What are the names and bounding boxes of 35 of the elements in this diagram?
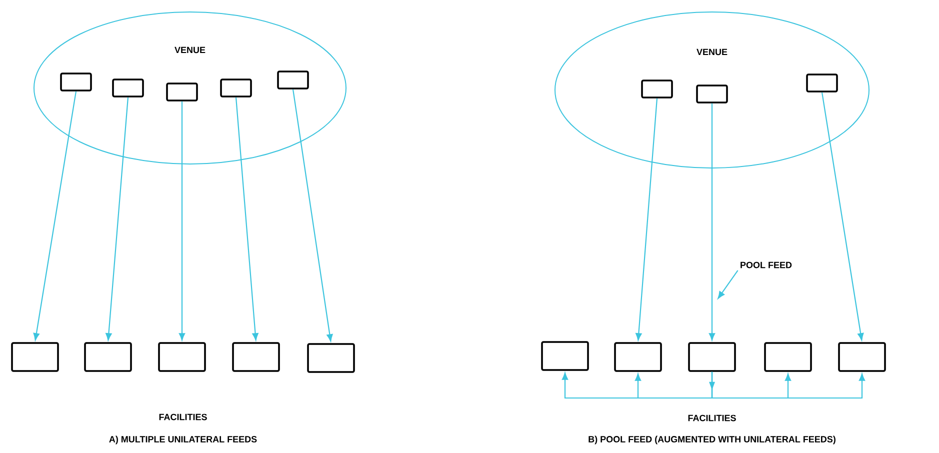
arrow <box>636 98 658 340</box>
arrow <box>33 91 77 340</box>
arrow <box>708 103 716 340</box>
arrow <box>235 97 258 340</box>
venue-box <box>220 78 252 98</box>
arrow <box>821 92 864 340</box>
venue-box <box>806 74 838 92</box>
venue-box <box>166 82 198 102</box>
callout-text: POOL FEED <box>740 262 792 268</box>
facility-box <box>764 342 812 372</box>
facility-box <box>307 343 355 373</box>
section-label: FACILITIES <box>688 414 736 422</box>
facility-box <box>84 342 132 372</box>
facility-box <box>232 342 280 372</box>
arrow <box>178 101 186 340</box>
facility-box <box>688 342 736 372</box>
facility-box <box>614 342 662 372</box>
venue-box <box>112 78 144 98</box>
arrow <box>292 89 333 342</box>
section-label: FACILITIES <box>159 414 207 420</box>
caption: A) MULTIPLE UNILATERAL FEEDS <box>109 436 257 444</box>
venue-box <box>641 80 673 98</box>
pool-feed-line <box>562 372 715 399</box>
facility-box <box>11 342 59 372</box>
facility-box <box>541 341 589 371</box>
leader-line <box>718 270 738 299</box>
pool-feed-line <box>711 372 866 399</box>
venue-box <box>277 70 309 90</box>
arrow <box>106 97 129 340</box>
venue-box <box>60 72 92 92</box>
caption: B) POOL FEED (AUGMENTED WITH UNILATERAL FEEDS) <box>588 436 836 444</box>
facility-box <box>838 342 886 372</box>
facility-box <box>158 342 206 372</box>
venue-box <box>696 84 728 104</box>
pool-feed-line <box>634 372 713 399</box>
